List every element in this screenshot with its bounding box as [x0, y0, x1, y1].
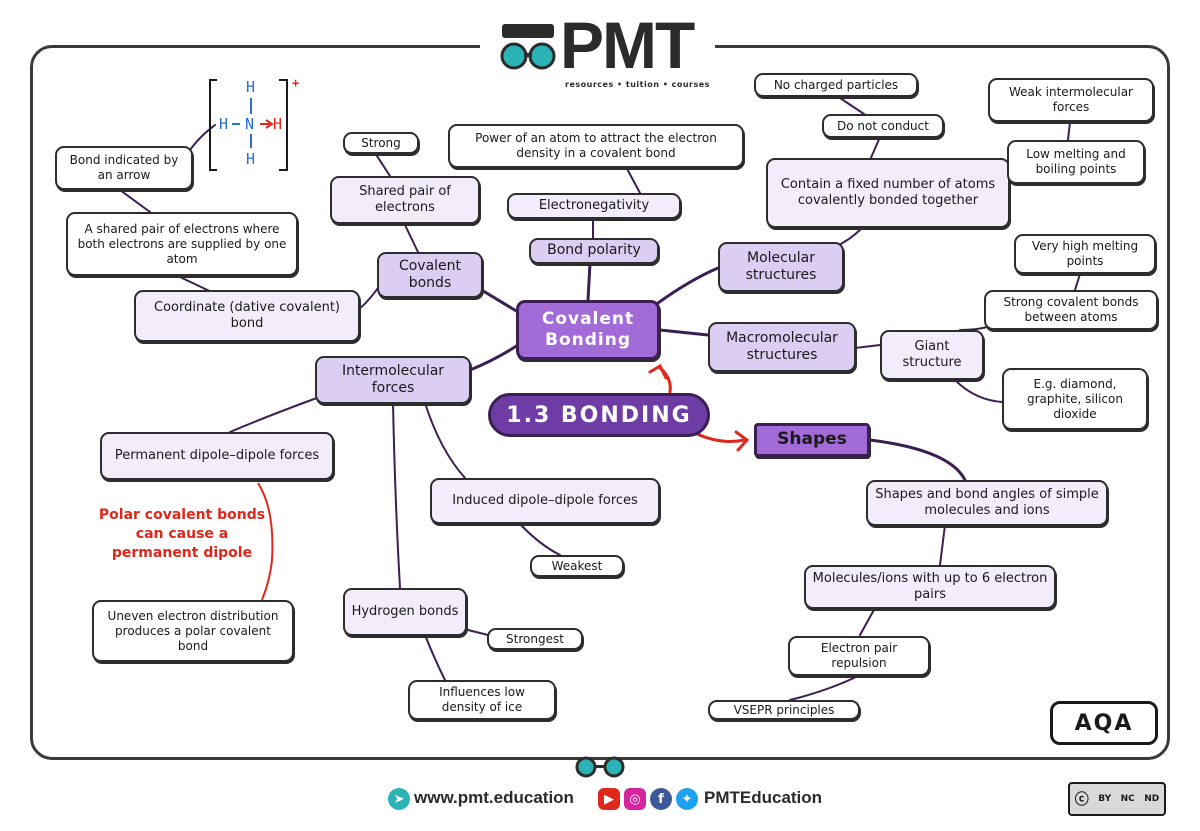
node-electronegativity-definition: Power of an atom to attract the electron…: [448, 124, 744, 168]
main-title: 1.3 BONDING: [488, 393, 710, 437]
node-weak-intermolecular: Weak intermolecular forces: [988, 78, 1154, 122]
link-imf-induced: [424, 402, 466, 479]
cc-by: BY: [1098, 794, 1112, 804]
node-shared-pair: Shared pair of electrons: [330, 176, 480, 224]
twitter-icon[interactable]: ✦: [676, 788, 698, 810]
youtube-icon[interactable]: ▶: [598, 788, 620, 810]
node-no-charged-particles: No charged particles: [754, 73, 918, 97]
node-molecular-structures: Molecular structures: [718, 242, 844, 292]
cc-nc: NC: [1120, 794, 1135, 804]
red-arrow-right: [693, 431, 747, 443]
link-shared-covalent: [404, 224, 419, 253]
node-diamond-example: E.g. diamond, graphite, silicon dioxide: [1002, 368, 1148, 430]
link-up6-repulsion: [859, 607, 876, 636]
link-imf-hydrogen: [392, 402, 401, 589]
exam-board-badge: AQA: [1050, 701, 1158, 745]
node-electronegativity: Electronegativity: [507, 193, 681, 219]
polar-bond-note: Polar covalent bonds can cause a permane…: [98, 507, 266, 561]
node-macromolecular-structures: Macromolecular structures: [708, 322, 856, 372]
node-vsepr: VSEPR principles: [708, 700, 860, 720]
logo-text: PMT: [560, 8, 695, 82]
node-density-of-ice: Influences low density of ice: [408, 680, 556, 720]
node-strong: Strong: [343, 132, 419, 154]
node-permanent-dipole: Permanent dipole–dipole forces: [100, 432, 334, 480]
node-shapes: Shapes: [754, 423, 870, 457]
ammonium-charge: +: [292, 76, 300, 90]
ammonium-h-left: H: [219, 115, 229, 133]
creative-commons-badge: ⓒ BY NC ND: [1068, 782, 1166, 816]
ammonium-h-top: H: [246, 78, 256, 96]
link-conduct-fixed: [869, 136, 881, 161]
link-imf-center: [468, 343, 520, 372]
node-strongest: Strongest: [487, 628, 583, 650]
logo-subtitle: resources • tuition • courses: [565, 80, 710, 89]
node-strong-covalent-bonds: Strong covalent bonds between atoms: [984, 290, 1158, 330]
facebook-icon[interactable]: f: [650, 788, 672, 810]
node-weakest: Weakest: [530, 555, 624, 577]
website-link[interactable]: www.pmt.education: [414, 788, 574, 807]
ammonium-ion-diagram: H H N H H +: [207, 76, 300, 174]
node-shapes-bond-angles: Shapes and bond angles of simple molecul…: [866, 480, 1108, 526]
link-macro-center: [658, 328, 710, 337]
node-up-to-six-pairs: Molecules/ions with up to 6 electron pai…: [804, 565, 1056, 609]
node-shared-pair-definition: A shared pair of electrons where both el…: [66, 212, 298, 276]
link-imf-perm: [229, 394, 326, 433]
node-do-not-conduct: Do not conduct: [822, 114, 944, 138]
central-topic-covalent-bonding: Covalent Bonding: [516, 300, 660, 360]
pmt-logo-icon: [500, 24, 556, 70]
node-giant-structure: Giant structure: [880, 330, 984, 380]
link-giant-diamond: [954, 379, 1003, 403]
instagram-icon[interactable]: ◎: [624, 788, 646, 810]
link-repulsion-vsepr: [789, 674, 861, 701]
ammonium-h-bottom: H: [246, 150, 256, 168]
link-weak-low: [1067, 121, 1071, 141]
link-hydrogen-strongest: [467, 629, 489, 636]
node-hydrogen-bonds: Hydrogen bonds: [343, 588, 467, 636]
red-link-perm-uneven: [257, 482, 274, 601]
link-shapes: [868, 438, 967, 482]
node-coordinate-bond: Coordinate (dative covalent) bond: [134, 290, 360, 342]
link-arrow-def: [119, 189, 151, 213]
link-induced-weakest: [519, 523, 561, 556]
node-induced-dipole: Induced dipole–dipole forces: [430, 478, 660, 524]
node-very-high-melting: Very high melting points: [1014, 234, 1156, 274]
node-intermolecular-forces: Intermolecular forces: [315, 356, 471, 404]
link-vhmp-strong: [1074, 273, 1081, 291]
node-electron-pair-repulsion: Electron pair repulsion: [788, 636, 930, 676]
glasses-icon: [575, 756, 625, 778]
red-arrow-right-head: [734, 430, 750, 452]
ammonium-brackets: [209, 79, 288, 171]
link-hydrogen-ice: [424, 634, 446, 681]
node-low-melting: Low melting and boiling points: [1007, 140, 1145, 184]
link-molecular-center: [656, 266, 720, 305]
cursor-icon: ➤: [388, 788, 410, 810]
social-handle[interactable]: PMTEducation: [704, 788, 823, 807]
link-shapes-up6: [939, 524, 946, 566]
cc-nd: ND: [1144, 794, 1160, 804]
link-strong-shared: [374, 152, 391, 177]
link-def-elec: [624, 164, 641, 194]
node-covalent-bonds: Covalent bonds: [377, 252, 483, 298]
link-macro-giant: [854, 344, 881, 349]
red-arrow-up-head: [648, 363, 668, 380]
cc-icon: ⓒ: [1074, 792, 1089, 808]
node-bond-polarity: Bond polarity: [529, 238, 659, 264]
node-bond-arrow: Bond indicated by an arrow: [55, 146, 193, 190]
node-fixed-number: Contain a fixed number of atoms covalent…: [766, 158, 1010, 228]
ammonium-n: N: [245, 115, 255, 133]
node-uneven-distribution: Uneven electron distribution produces a …: [92, 600, 294, 662]
link-polarity-center: [586, 261, 592, 302]
ammonium-h-right: H: [273, 115, 283, 133]
